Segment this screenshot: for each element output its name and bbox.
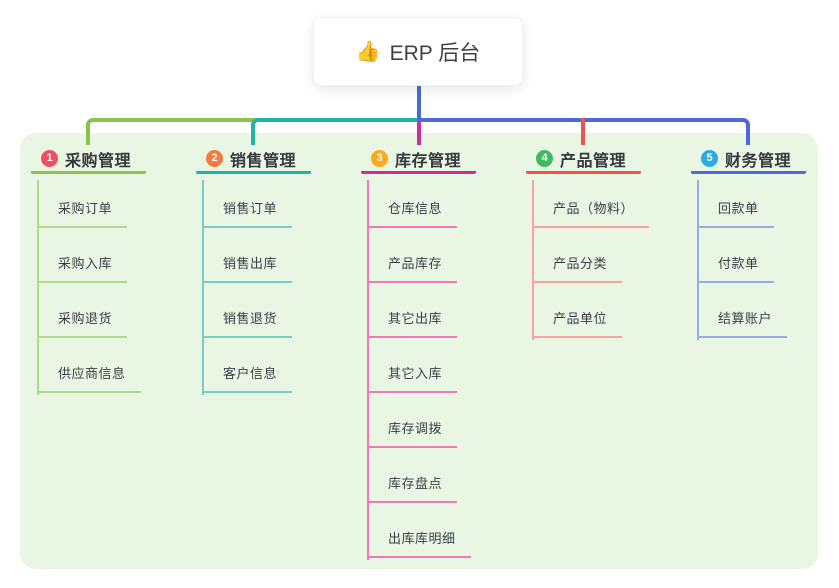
connector-branch-purchase — [86, 118, 255, 145]
badge-1: 1 — [41, 150, 58, 167]
branch-items-product: 产品（物料） 产品分类 产品单位 — [532, 173, 650, 338]
node-sales-return[interactable]: 销售退货 — [202, 283, 293, 338]
root-node-erp[interactable]: 👍 ERP 后台 — [313, 17, 523, 86]
badge-3: 3 — [371, 150, 388, 167]
badge-5: 5 — [701, 150, 718, 167]
connector-branch-sales — [251, 118, 418, 145]
node-product-material[interactable]: 产品（物料） — [532, 173, 650, 228]
node-product-stock[interactable]: 产品库存 — [367, 228, 471, 283]
node-product-category[interactable]: 产品分类 — [532, 228, 649, 283]
branch-vline-product — [532, 180, 534, 340]
branch-items-finance: 回款单 付款单 结算账户 — [697, 173, 788, 338]
branch-head-finance[interactable]: 5 财务管理 — [691, 146, 806, 174]
branch-head-product[interactable]: 4 产品管理 — [526, 146, 641, 174]
node-other-outbound[interactable]: 其它出库 — [367, 283, 471, 338]
connector-branch-product — [581, 118, 585, 145]
branch-vline-finance — [697, 180, 699, 340]
node-purchase-inbound[interactable]: 采购入库 — [37, 228, 141, 283]
node-payment-order[interactable]: 付款单 — [697, 228, 787, 283]
branch-items-inventory: 仓库信息 产品库存 其它出库 其它入库 库存调拨 库存盘点 出库库明细 — [367, 173, 471, 558]
node-stock-count[interactable]: 库存盘点 — [367, 448, 471, 503]
node-purchase-order[interactable]: 采购订单 — [37, 173, 141, 228]
node-purchase-return[interactable]: 采购退货 — [37, 283, 141, 338]
thumbs-up-icon: 👍 — [355, 40, 381, 63]
node-sales-order[interactable]: 销售订单 — [202, 173, 293, 228]
branches-background-panel — [20, 133, 818, 569]
node-product-unit[interactable]: 产品单位 — [532, 283, 649, 338]
branch-vline-inventory — [367, 180, 369, 560]
node-warehouse-info[interactable]: 仓库信息 — [367, 173, 471, 228]
branch-items-sales: 销售订单 销售出库 销售退货 客户信息 — [202, 173, 293, 393]
branch-vline-sales — [202, 180, 204, 395]
root-node-label: ERP 后台 — [389, 41, 481, 65]
branch-head-sales[interactable]: 2 销售管理 — [196, 146, 311, 174]
connector-branch-inventory — [417, 122, 421, 145]
badge-4: 4 — [536, 150, 553, 167]
branch-label: 采购管理 — [65, 152, 132, 170]
branch-vline-purchase — [37, 180, 39, 395]
badge-2: 2 — [206, 150, 223, 167]
node-stock-transfer[interactable]: 库存调拨 — [367, 393, 471, 448]
branch-label: 销售管理 — [230, 152, 297, 170]
node-receipt-order[interactable]: 回款单 — [697, 173, 787, 228]
branch-items-purchase: 采购订单 采购入库 采购退货 供应商信息 — [37, 173, 141, 393]
node-inout-detail[interactable]: 出库库明细 — [367, 503, 471, 558]
node-customer-info[interactable]: 客户信息 — [202, 338, 293, 393]
connector-root-drop — [417, 84, 421, 120]
node-sales-outbound[interactable]: 销售出库 — [202, 228, 293, 283]
branch-label: 库存管理 — [395, 152, 462, 170]
node-supplier-info[interactable]: 供应商信息 — [37, 338, 141, 393]
branch-label: 产品管理 — [560, 152, 627, 170]
branch-head-purchase[interactable]: 1 采购管理 — [31, 146, 146, 174]
branch-label: 财务管理 — [725, 152, 792, 170]
node-settlement-account[interactable]: 结算账户 — [697, 283, 788, 338]
node-other-inbound[interactable]: 其它入库 — [367, 338, 471, 393]
branch-head-inventory[interactable]: 3 库存管理 — [361, 146, 476, 174]
